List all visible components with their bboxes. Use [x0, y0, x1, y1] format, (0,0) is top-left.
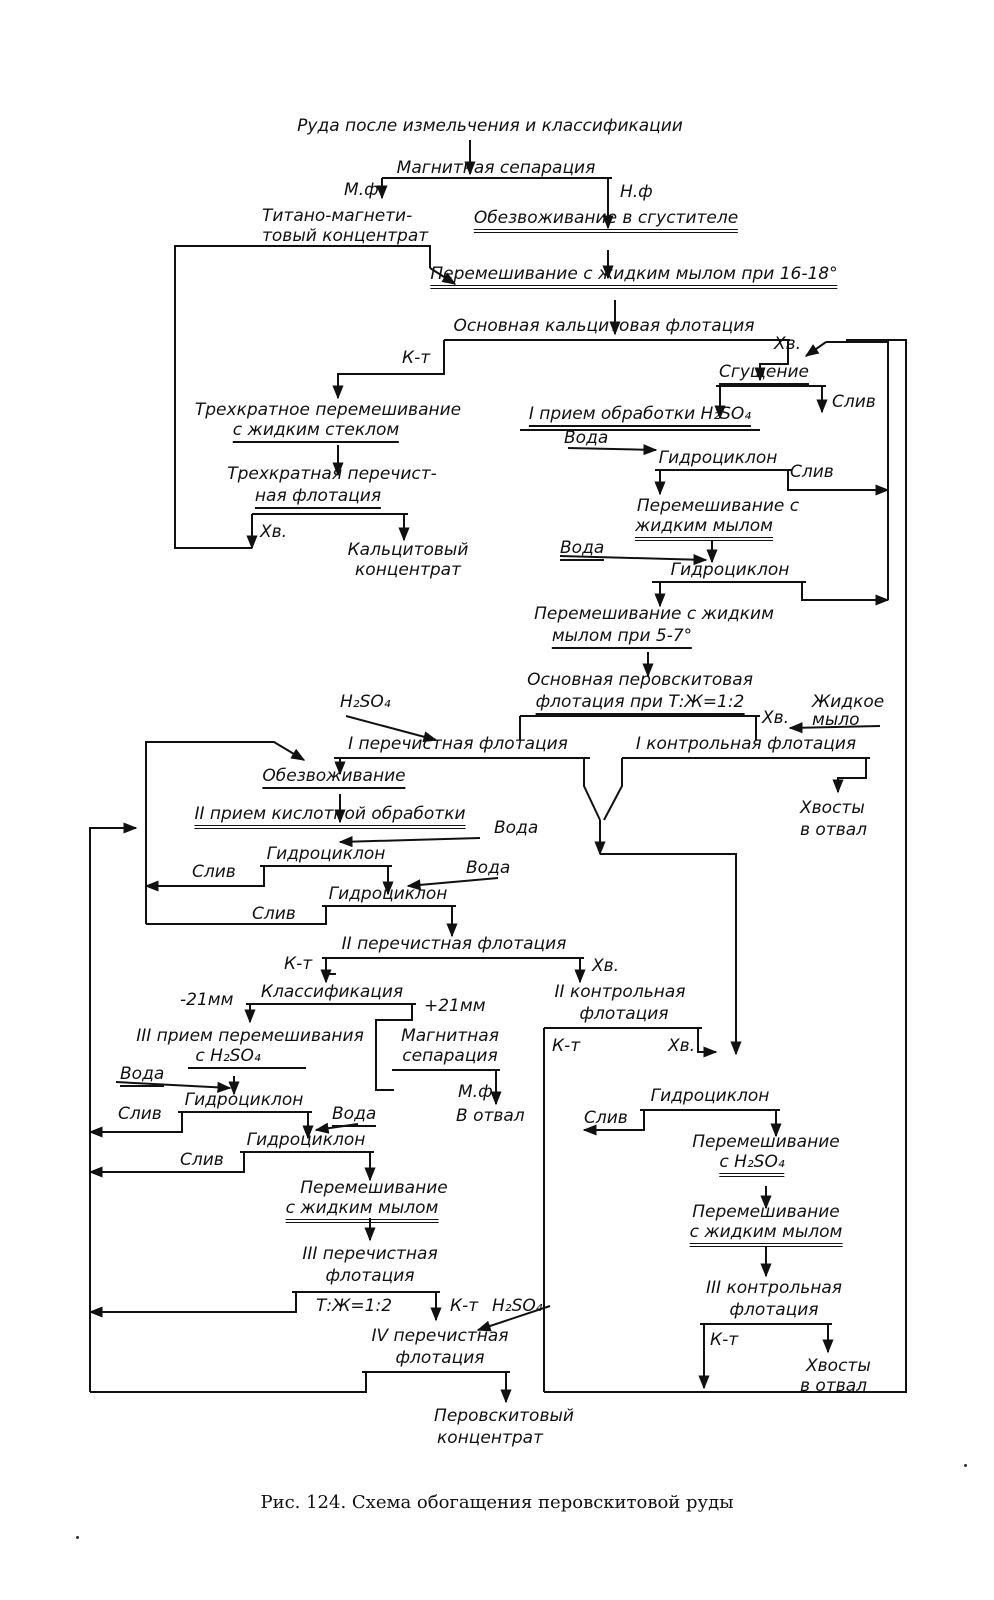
sulfuric-acid-label-2: H₂SO₄	[492, 1296, 543, 1316]
acid-mixing-3-line1: III прием перемешивания	[136, 1026, 364, 1046]
to-dump-label: В отвал	[456, 1106, 525, 1126]
figure-caption: Рис. 124. Схема обогащения перовскитовой…	[260, 1492, 734, 1513]
tails-label-4: Хв.	[592, 956, 620, 976]
tails-dump-1-line2: в отвал	[800, 820, 868, 840]
mixing-soap-4-line1: Перемешивание	[692, 1202, 840, 1222]
dewatering-thickener: Обезвоживание в сгустителе	[473, 208, 739, 233]
hydrocyclone-1: Гидроциклон	[658, 448, 778, 468]
calcite-concentrate-line1: Кальцитовый	[347, 540, 469, 560]
classification: Классификация	[260, 982, 404, 1002]
tails-label-5: Хв.	[668, 1036, 696, 1056]
mixing-acid-4-line2: с H₂SO₄	[719, 1152, 785, 1177]
tails-label-3: Хв.	[762, 708, 790, 728]
perovskite-concentrate-line1: Перовскитовый	[434, 1406, 574, 1426]
triple-mixing-line1: Трехкратное перемешивание	[194, 400, 462, 420]
overflow-label-6: Слив	[180, 1150, 224, 1170]
hydrocyclone-4: Гидроциклон	[328, 884, 448, 904]
main-perovskite-flotation-line1: Основная перовскитовая	[527, 670, 753, 690]
control-flotation-3-line1: III контрольная	[706, 1278, 842, 1298]
hydrocyclone-7: Гидроциклон	[650, 1086, 770, 1106]
water-label-3: Вода	[494, 818, 539, 838]
overflow-label-4: Слив	[252, 904, 296, 924]
cleaning-flotation-2: II перечистная флотация	[341, 934, 567, 954]
dewatering-2: Обезвоживание	[262, 766, 406, 789]
control-flotation-1: I контрольная флотация	[635, 734, 857, 754]
concentrate-label-3: К-т	[552, 1036, 581, 1056]
cleaning-flotation-1: I перечистная флотация	[348, 734, 568, 754]
minus-21mm-label: -21мм	[180, 990, 234, 1010]
overflow-label-2: Слив	[790, 462, 834, 482]
thickening: Сгущение	[719, 362, 809, 385]
magnetic-separation-1: Магнитная сепарация	[396, 158, 596, 178]
overflow-label-7: Слив	[584, 1108, 628, 1128]
titanomagnetite-concentrate-line2: товый концентрат	[262, 226, 429, 246]
ore-feed-label: Руда после измельчения и классификации	[297, 116, 683, 136]
mixing-acid-4-line1: Перемешивание	[692, 1132, 840, 1152]
overflow-label-1: Слив	[832, 392, 876, 412]
triple-mixing-line2: с жидким стеклом	[232, 420, 400, 443]
tails-label-2: Хв.	[260, 522, 288, 542]
hydrocyclone-3: Гидроциклон	[266, 844, 386, 864]
magnetic-separation-2-line1: Магнитная	[401, 1026, 499, 1046]
mixing-soap-1-line2: жидким мылом	[634, 516, 774, 541]
mixing-soap-2-line2: мылом при 5-7°	[551, 626, 693, 649]
concentrate-label-1: К-т	[402, 348, 431, 368]
mixing-soap-16-18: Перемешивание с жидким мылом при 16-18°	[430, 264, 838, 289]
water-label-6: Вода	[332, 1104, 377, 1127]
acid-treatment-2: II прием кислотной обработки	[194, 804, 466, 829]
flow-lines	[88, 140, 907, 1404]
liquid-soap-line2: мыло	[812, 710, 860, 730]
nonmagnetic-fraction-1: Н.ф	[620, 182, 653, 202]
water-label-5: Вода	[120, 1064, 165, 1087]
tails-dump-2-line2: в отвал	[800, 1376, 868, 1396]
cleaning-flotation-4-line1: IV перечистная	[371, 1326, 509, 1346]
cleaning-flotation-4-line2: флотация	[395, 1348, 485, 1368]
magnetic-separation-2-line2: сепарация	[402, 1046, 498, 1066]
hydrocyclone-6: Гидроциклон	[246, 1130, 366, 1150]
solid-liquid-ratio-label: Т:Ж=1:2	[316, 1296, 393, 1316]
triple-cleaning-line1: Трехкратная перечист-	[227, 464, 437, 484]
scan-speck	[964, 1464, 967, 1467]
scan-speck	[76, 1536, 79, 1539]
magnetic-fraction-1: М.ф	[344, 180, 379, 200]
calcite-concentrate-line2: концентрат	[355, 560, 461, 580]
titanomagnetite-concentrate-line1: Титано-магнети-	[262, 206, 413, 226]
control-flotation-2-line1: II контрольная	[554, 982, 686, 1002]
main-calcite-flotation: Основная кальцитовая флотация	[453, 316, 755, 336]
mixing-soap-3-line2: с жидким мылом	[285, 1198, 439, 1223]
plus-21mm-label: +21мм	[424, 996, 486, 1016]
overflow-label-3: Слив	[192, 862, 236, 882]
cleaning-flotation-3-line1: III перечистная	[302, 1244, 438, 1264]
perovskite-concentrate-line2: концентрат	[437, 1428, 543, 1448]
concentrate-label-4: К-т	[710, 1330, 739, 1350]
concentrate-label-5: К-т	[450, 1296, 479, 1316]
cleaning-flotation-3-line2: флотация	[325, 1266, 415, 1286]
control-flotation-2-line2: флотация	[579, 1004, 669, 1024]
main-perovskite-flotation-line2: флотация при Т:Ж=1:2	[535, 692, 745, 715]
water-label-2: Вода	[560, 538, 605, 561]
mixing-soap-4-line2: с жидким мылом	[689, 1222, 843, 1247]
hydrocyclone-5: Гидроциклон	[184, 1090, 304, 1110]
acid-treatment-1: I прием обработки H₂SO₄	[528, 404, 752, 427]
water-label-1: Вода	[564, 428, 609, 448]
tails-dump-1-line1: Хвосты	[800, 798, 865, 818]
hydrocyclone-2: Гидроциклон	[670, 560, 790, 580]
mixing-soap-1-line1: Перемешивание с	[636, 496, 800, 516]
control-flotation-3-line2: флотация	[729, 1300, 819, 1320]
overflow-label-5: Слив	[118, 1104, 162, 1124]
magnetic-fraction-2: М.ф	[458, 1082, 493, 1102]
concentrate-label-2: К-т	[284, 954, 313, 974]
mixing-soap-3-line1: Перемешивание	[300, 1178, 448, 1198]
liquid-soap-line1: Жидкое	[812, 692, 885, 712]
sulfuric-acid-label-1: H₂SO₄	[340, 692, 391, 712]
triple-cleaning-line2: ная флотация	[254, 486, 382, 509]
water-label-4: Вода	[466, 858, 511, 878]
mixing-soap-2-line1: Перемешивание с жидким	[534, 604, 774, 624]
tails-dump-2-line1: Хвосты	[806, 1356, 871, 1376]
tails-label-1: Хв.	[774, 334, 802, 354]
acid-mixing-3-line2: с H₂SO₄	[195, 1046, 261, 1066]
